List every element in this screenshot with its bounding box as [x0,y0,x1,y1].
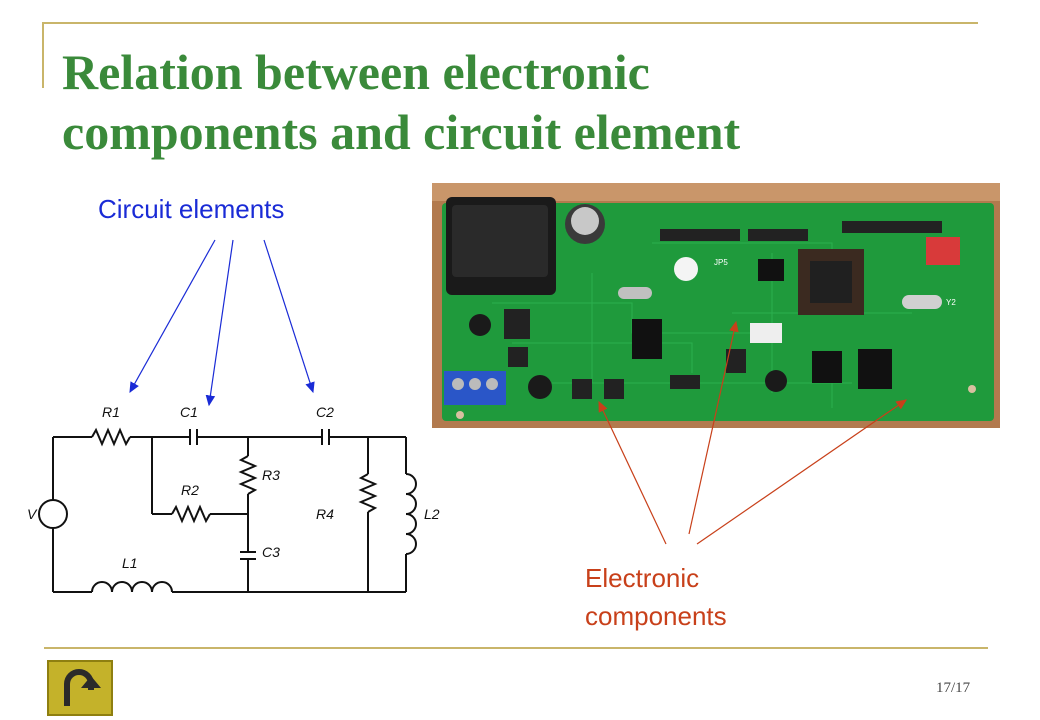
slide-title: Relation between electronic components a… [62,42,962,162]
label-r1: R1 [102,404,120,420]
arrow-to-button [598,400,667,545]
label-l2: L2 [424,506,440,522]
inductor-l2 [405,473,417,555]
slide-frame-top [44,22,978,24]
resistor-r4 [358,473,378,513]
page-number: 17/17 [936,680,971,696]
arrow-to-chip [688,320,739,535]
electronic-label-line2: components [585,601,727,631]
label-r3: R3 [262,467,280,483]
arrow-to-r1 [129,239,216,394]
arrow-to-c1 [205,239,234,407]
pcb-label-jp5: JP5 [714,258,728,267]
inductor-l1 [91,581,173,593]
label-r2: R2 [181,482,199,498]
label-c3: C3 [262,544,280,560]
pcb-label-y2: Y2 [946,298,956,307]
electronic-label-line1: Electronic [585,563,700,593]
resistor-r3 [238,455,258,495]
label-v: V [27,506,38,522]
label-c2: C2 [316,404,334,420]
return-arrow-icon [64,669,101,706]
slide-frame-bottom [44,647,988,649]
label-c1: C1 [180,404,198,420]
resistor-r2 [171,504,211,524]
electronic-components-label: Electronic components [585,559,727,635]
home-button[interactable] [47,660,113,716]
arrow-to-resistor [696,399,907,545]
label-r4: R4 [316,506,334,522]
slide-frame-left [42,22,44,88]
slide-title-line1: Relation between electronic [62,44,650,100]
resistor-r1 [91,427,131,447]
pcb-photo: JP5 Y2 [432,183,1000,428]
slide-title-line2: components and circuit element [62,104,741,160]
arrow-to-c2 [263,239,315,394]
circuit-elements-label: Circuit elements [98,194,285,224]
label-l1: L1 [122,555,138,571]
